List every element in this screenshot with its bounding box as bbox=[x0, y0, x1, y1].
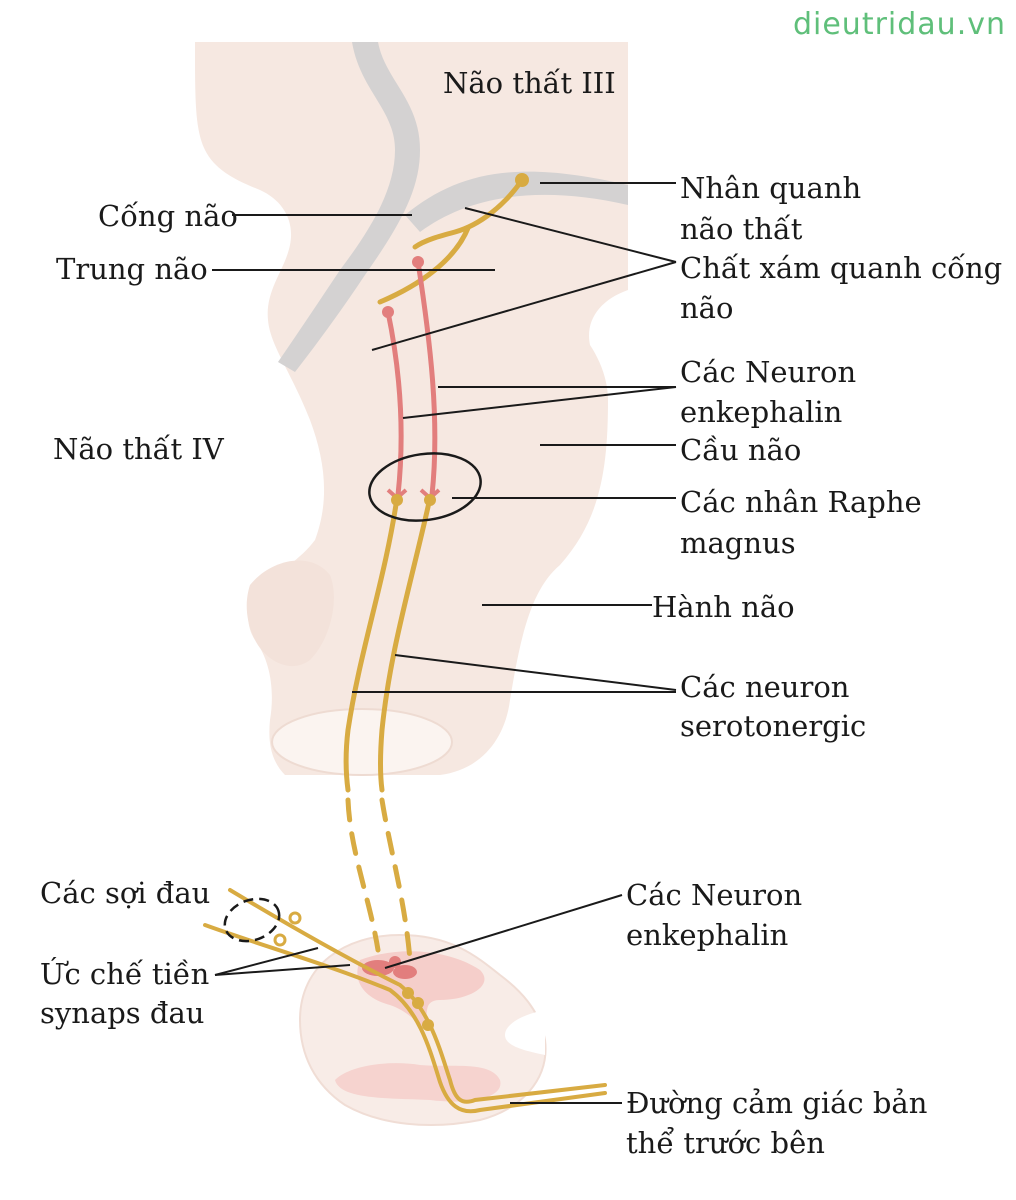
serotonergic-fiber-left bbox=[343, 495, 400, 793]
leader-pag-1 bbox=[464, 207, 677, 263]
raphe-cell bbox=[424, 494, 436, 506]
label-raphe-1: Các nhân Raphe bbox=[680, 485, 922, 519]
pain-fiber bbox=[203, 923, 607, 1114]
neuron-terminals bbox=[273, 173, 529, 1031]
enkephalin-cell-body bbox=[362, 960, 394, 976]
leader-presyn-1 bbox=[214, 947, 319, 976]
periventricular-fiber bbox=[412, 177, 525, 250]
enkephalin-cell-body bbox=[393, 965, 417, 979]
enkephalin-soma bbox=[412, 256, 424, 268]
label-ventricle-3: Não thất III bbox=[443, 66, 616, 100]
label-presyn-2: synaps đau bbox=[40, 996, 204, 1030]
labels: Não thất III Cống não Trung não Não thất… bbox=[40, 7, 1006, 1160]
label-pons: Cầu não bbox=[680, 433, 801, 467]
label-sero-1: Các neuron bbox=[680, 670, 849, 704]
brainstem-tissue bbox=[195, 42, 628, 776]
presynaptic-terminal bbox=[288, 911, 302, 925]
leader-lines bbox=[212, 182, 677, 1104]
medulla-bulge bbox=[246, 560, 334, 667]
ventricle-system bbox=[278, 42, 628, 372]
label-pag-1: Chất xám quanh cống bbox=[680, 251, 1002, 285]
label-periventricular-1: Nhân quanh bbox=[680, 171, 861, 205]
label-enk-upper-1: Các Neuron bbox=[680, 355, 856, 389]
watermark: dieutridau.vn bbox=[793, 7, 1006, 42]
label-pag-2: não bbox=[680, 291, 733, 325]
dorsal-horn-synapse bbox=[402, 987, 414, 999]
periventricular-nucleus-cell bbox=[515, 173, 529, 187]
dorsal-horn-synapse bbox=[412, 997, 424, 1009]
pain-fiber-dashed-outline bbox=[223, 897, 281, 943]
label-sero-2: serotonergic bbox=[680, 709, 866, 743]
leader-enk-2 bbox=[402, 386, 677, 419]
label-periventricular-2: não thất bbox=[680, 212, 803, 246]
label-enk-lower-1: Các Neuron bbox=[626, 878, 802, 912]
brainstem-cut-surface bbox=[271, 708, 453, 776]
grey-matter-lower bbox=[335, 1063, 501, 1102]
leader-pag-2 bbox=[371, 261, 677, 351]
leader-sero-1 bbox=[394, 654, 677, 691]
label-medulla: Hành não bbox=[652, 590, 795, 624]
label-presyn-1: Ức chế tiền bbox=[40, 956, 209, 991]
spinal-notch bbox=[505, 1010, 545, 1055]
enkephalin-fiber-right bbox=[415, 259, 438, 498]
label-tract-1: Đường cảm giác bản bbox=[626, 1086, 927, 1120]
presynaptic-terminal bbox=[273, 933, 287, 947]
neuron-fibers bbox=[203, 177, 607, 1114]
spinal-cord-section bbox=[298, 933, 547, 1126]
label-enk-lower-2: enkephalin bbox=[626, 918, 788, 952]
third-ventricle-channel bbox=[278, 42, 420, 372]
label-pain-fibers: Các sợi đau bbox=[40, 876, 210, 910]
raphe-magnus-outline bbox=[368, 452, 482, 522]
label-enk-upper-2: enkephalin bbox=[680, 395, 842, 429]
serotonergic-fiber-left-dashed bbox=[345, 797, 381, 953]
serotonergic-fiber-right bbox=[378, 495, 433, 793]
label-aqueduct: Cống não bbox=[98, 199, 238, 233]
raphe-cell bbox=[391, 494, 403, 506]
leader-presyn-2 bbox=[214, 964, 351, 976]
label-tract-2: thể trước bên bbox=[626, 1125, 825, 1160]
serotonergic-fiber-right-dashed bbox=[379, 797, 413, 963]
label-midbrain: Trung não bbox=[56, 252, 208, 286]
enkephalin-fiber-left bbox=[385, 309, 404, 498]
aqueduct-arc bbox=[405, 171, 628, 232]
label-raphe-2: magnus bbox=[680, 526, 796, 560]
dorsal-horn-synapse bbox=[422, 1019, 434, 1031]
leader-enk-lower bbox=[384, 894, 623, 969]
enkephalin-soma bbox=[382, 306, 394, 318]
label-ventricle-4: Não thất IV bbox=[53, 432, 225, 466]
